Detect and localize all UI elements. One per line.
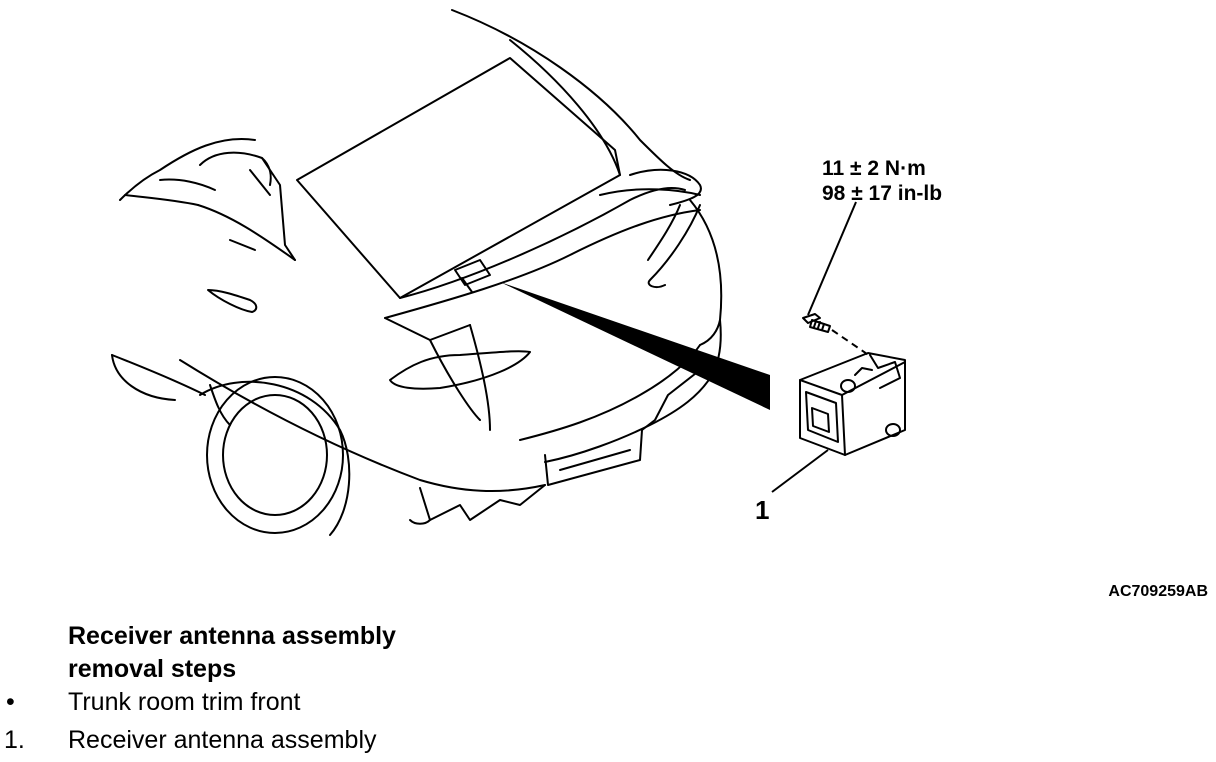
procedure-title-line2: removal steps (68, 655, 237, 683)
car-body-outline (111, 9, 723, 536)
torque-leader-line (807, 201, 857, 316)
torque-spec-imperial: 98 ± 17 in-lb (822, 182, 943, 205)
figure-id: AC709259AB (1108, 583, 1208, 600)
fastener-alignment-line (831, 329, 871, 357)
vehicle-rear-diagram (111, 9, 906, 536)
procedure-title-line1: Receiver antenna assembly (68, 622, 396, 650)
receiver-antenna-assembly-part (799, 313, 906, 456)
pointer-wedge (500, 282, 770, 410)
step-bullet-marker: • (6, 688, 15, 716)
torque-specification: 11 ± 2 N·m 98 ± 17 in-lb (822, 156, 942, 206)
callout-leader-line (771, 449, 829, 493)
part-callout-number: 1 (755, 495, 770, 525)
step-number-marker: 1. (4, 726, 25, 754)
step-label: Receiver antenna assembly (68, 726, 377, 754)
torque-spec-metric: 11 ± 2 N·m (822, 157, 926, 180)
procedure-title: Receiver antenna assembly removal steps (68, 620, 396, 686)
step-label: Trunk room trim front (68, 688, 301, 716)
